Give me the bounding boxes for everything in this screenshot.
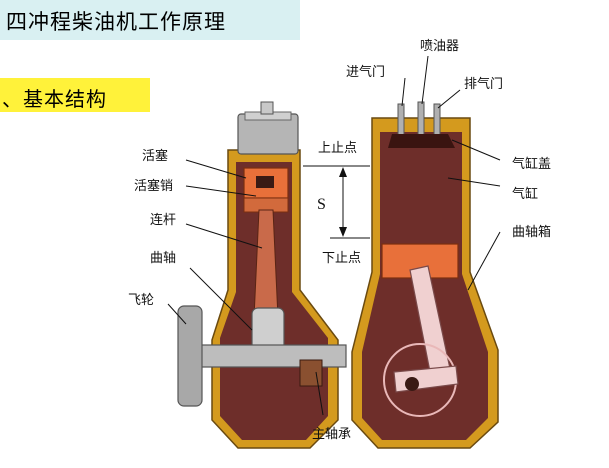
label-cylinder: 气缸 — [512, 186, 538, 202]
label-crankcase: 曲轴箱 — [512, 224, 551, 240]
label-cylinder-head: 气缸盖 — [512, 156, 551, 172]
section-heading-bar — [0, 78, 150, 112]
label-bottom-dead-center: 下止点 — [322, 251, 361, 266]
left-piston-pin — [256, 176, 274, 188]
right-crankpin — [405, 377, 419, 391]
label-injector: 喷油器 — [420, 39, 459, 54]
right-intake-valve-stem — [397, 103, 405, 137]
leader-lines — [167, 55, 501, 416]
left-main-bearing — [299, 359, 323, 387]
right-head-channel — [388, 134, 455, 148]
label-stroke: S — [317, 196, 326, 213]
label-main-bearing: 主轴承 — [312, 427, 351, 442]
label-intake-valve: 进气门 — [346, 64, 385, 80]
label-flywheel: 飞轮 — [128, 293, 154, 308]
label-connecting-rod: 连杆 — [150, 212, 176, 228]
page-title: 四冲程柴油机工作原理 — [6, 10, 226, 34]
left-engine — [177, 101, 347, 449]
label-crankshaft: 曲轴 — [150, 251, 176, 266]
label-piston-pin: 活塞销 — [134, 178, 173, 194]
left-crankshaft-shaft — [195, 344, 347, 368]
left-head-stud — [260, 101, 274, 115]
right-injector-stem — [417, 101, 425, 137]
right-exhaust-valve-stem — [433, 103, 441, 137]
left-flywheel — [177, 305, 203, 407]
title-bar — [0, 0, 300, 40]
stroke-marker — [303, 165, 370, 239]
section-heading: 、基本结构 — [2, 87, 107, 111]
label-piston: 活塞 — [142, 148, 168, 164]
left-crank-web — [251, 307, 285, 351]
right-engine — [351, 101, 499, 449]
label-exhaust-valve: 排气门 — [464, 76, 503, 92]
label-top-dead-center: 上止点 — [318, 141, 357, 156]
